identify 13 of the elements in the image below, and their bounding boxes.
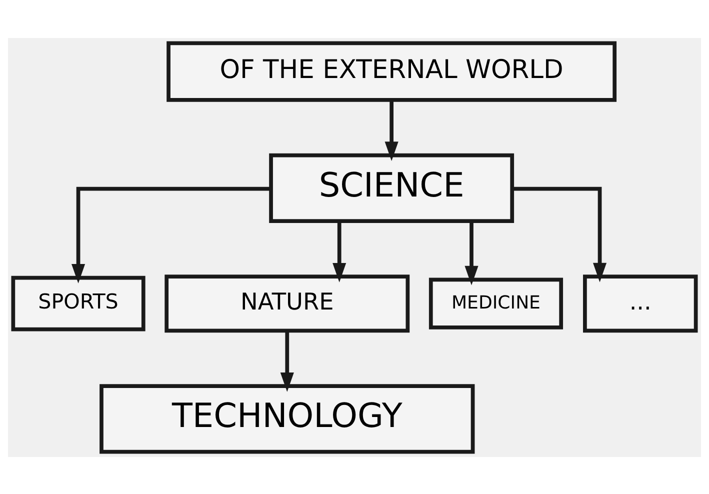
- node-box: SCIENCE: [269, 152, 514, 222]
- arrow: [512, 186, 607, 282]
- arrow: [384, 100, 398, 160]
- arrow: [280, 330, 294, 392]
- node-box: MEDICINE: [428, 277, 564, 329]
- arrow: [332, 221, 346, 282]
- node-box: TECHNOLOGY: [100, 384, 475, 454]
- node-box: OF THE EXTERNAL WORLD: [166, 40, 617, 102]
- node-box: NATURE: [164, 274, 410, 332]
- node-box: SPORTS: [11, 275, 146, 331]
- node-box: ...: [583, 274, 698, 332]
- arrow: [464, 221, 478, 285]
- arrow: [72, 186, 271, 283]
